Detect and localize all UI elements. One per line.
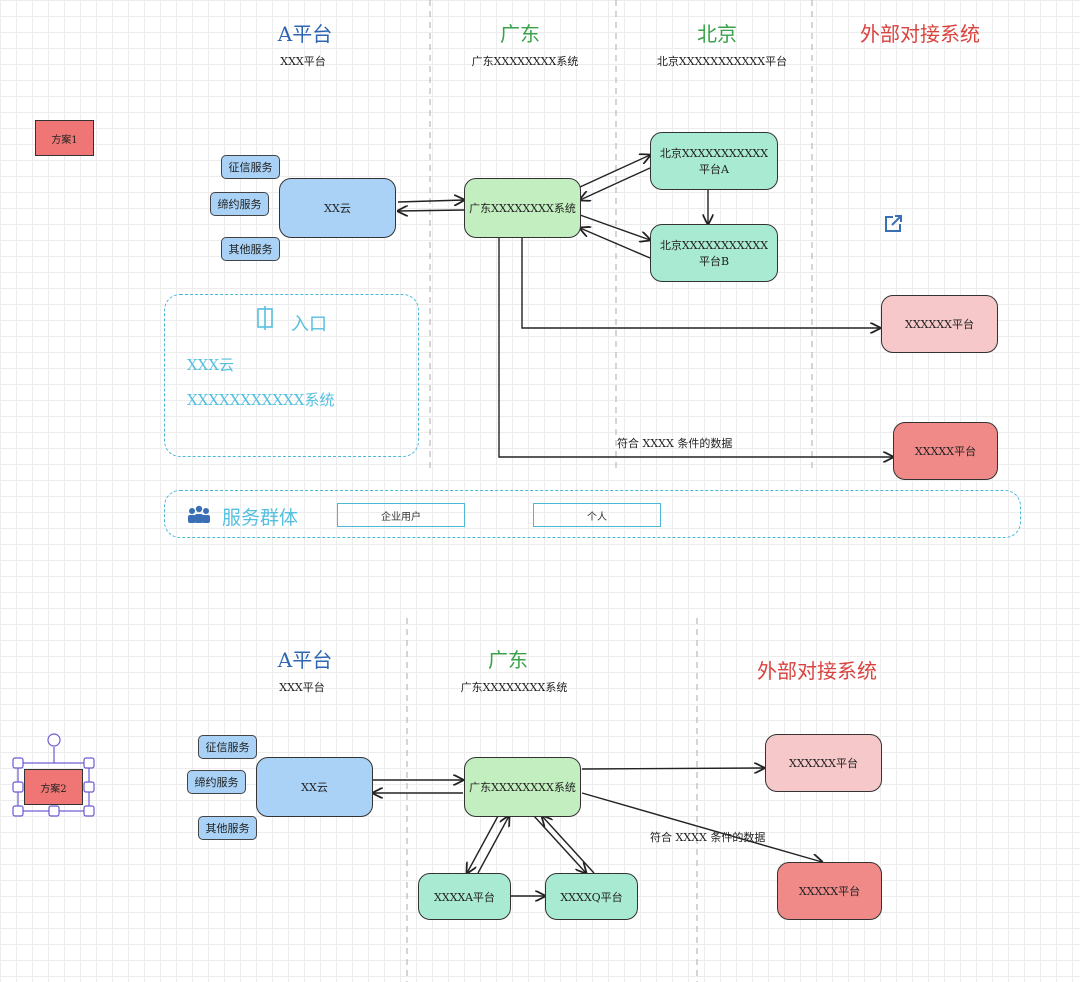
entry-item-xxx-cloud: XXX云	[187, 356, 235, 374]
zone-title-a-platform-2: A平台	[277, 648, 333, 672]
node-bj-platform-b[interactable]: 北京XXXXXXXXXXX平台B	[650, 224, 778, 282]
service-chip-other-2[interactable]: 其他服务	[198, 816, 257, 840]
entry-panel-title: 入口	[291, 314, 327, 335]
zone-title-guangdong: 广东	[500, 22, 540, 46]
service-group-panel	[164, 490, 1021, 538]
zone-subtitle-guangdong: 广东XXXXXXXX系统	[471, 55, 579, 68]
node-ext-platform-pink-2[interactable]: XXXXXX平台	[765, 734, 882, 792]
node-xx-cloud[interactable]: XX云	[279, 178, 396, 238]
zone-subtitle-beijing: 北京XXXXXXXXXXX平台	[656, 55, 788, 68]
node-xxxxa-platform[interactable]: XXXXA平台	[418, 873, 511, 920]
edge-label: 符合 XXXX 条件的数据	[617, 437, 733, 450]
zone-title-external: 外部对接系统	[860, 22, 980, 46]
node-gd-system-2[interactable]: 广东XXXXXXXX系统	[464, 757, 581, 817]
entry-panel	[164, 294, 419, 457]
user-chip-individual[interactable]: 个人	[533, 503, 661, 527]
external-link-icon	[885, 215, 902, 232]
service-chip-contract[interactable]: 缔约服务	[210, 192, 269, 216]
zone-title-external-2: 外部对接系统	[757, 659, 877, 683]
node-xxxxq-platform[interactable]: XXXXQ平台	[545, 873, 638, 920]
zone-subtitle-a-platform: XXX平台	[280, 55, 326, 68]
edge-label-2: 符合 XXXX 条件的数据	[650, 831, 766, 844]
scheme1-button[interactable]: 方案1	[35, 120, 94, 156]
zone-title-a-platform: A平台	[277, 22, 333, 46]
service-chip-contract-2[interactable]: 缔约服务	[187, 770, 246, 794]
node-gd-system[interactable]: 广东XXXXXXXX系统	[464, 178, 581, 238]
zone-title-guangdong-2: 广东	[488, 648, 528, 672]
service-chip-credit-2[interactable]: 征信服务	[198, 735, 257, 759]
entry-item-system: XXXXXXXXXXX系统	[187, 391, 335, 409]
node-xx-cloud-2[interactable]: XX云	[256, 757, 373, 817]
zone-subtitle-guangdong-2: 广东XXXXXXXX系统	[460, 681, 568, 694]
node-ext-platform-red-2[interactable]: XXXXX平台	[777, 862, 882, 920]
node-ext-platform-red[interactable]: XXXXX平台	[893, 422, 998, 480]
user-chip-enterprise[interactable]: 企业用户	[337, 503, 465, 527]
scheme2-button[interactable]: 方案2	[24, 769, 83, 805]
service-chip-credit[interactable]: 征信服务	[221, 155, 280, 179]
zone-subtitle-a-platform-2: XXX平台	[279, 681, 325, 694]
service-group-title: 服务群体	[222, 507, 299, 529]
zone-title-beijing: 北京	[697, 22, 737, 46]
service-chip-other[interactable]: 其他服务	[221, 237, 280, 261]
node-bj-platform-a[interactable]: 北京XXXXXXXXXXX平台A	[650, 132, 778, 190]
node-ext-platform-pink[interactable]: XXXXXX平台	[881, 295, 998, 353]
